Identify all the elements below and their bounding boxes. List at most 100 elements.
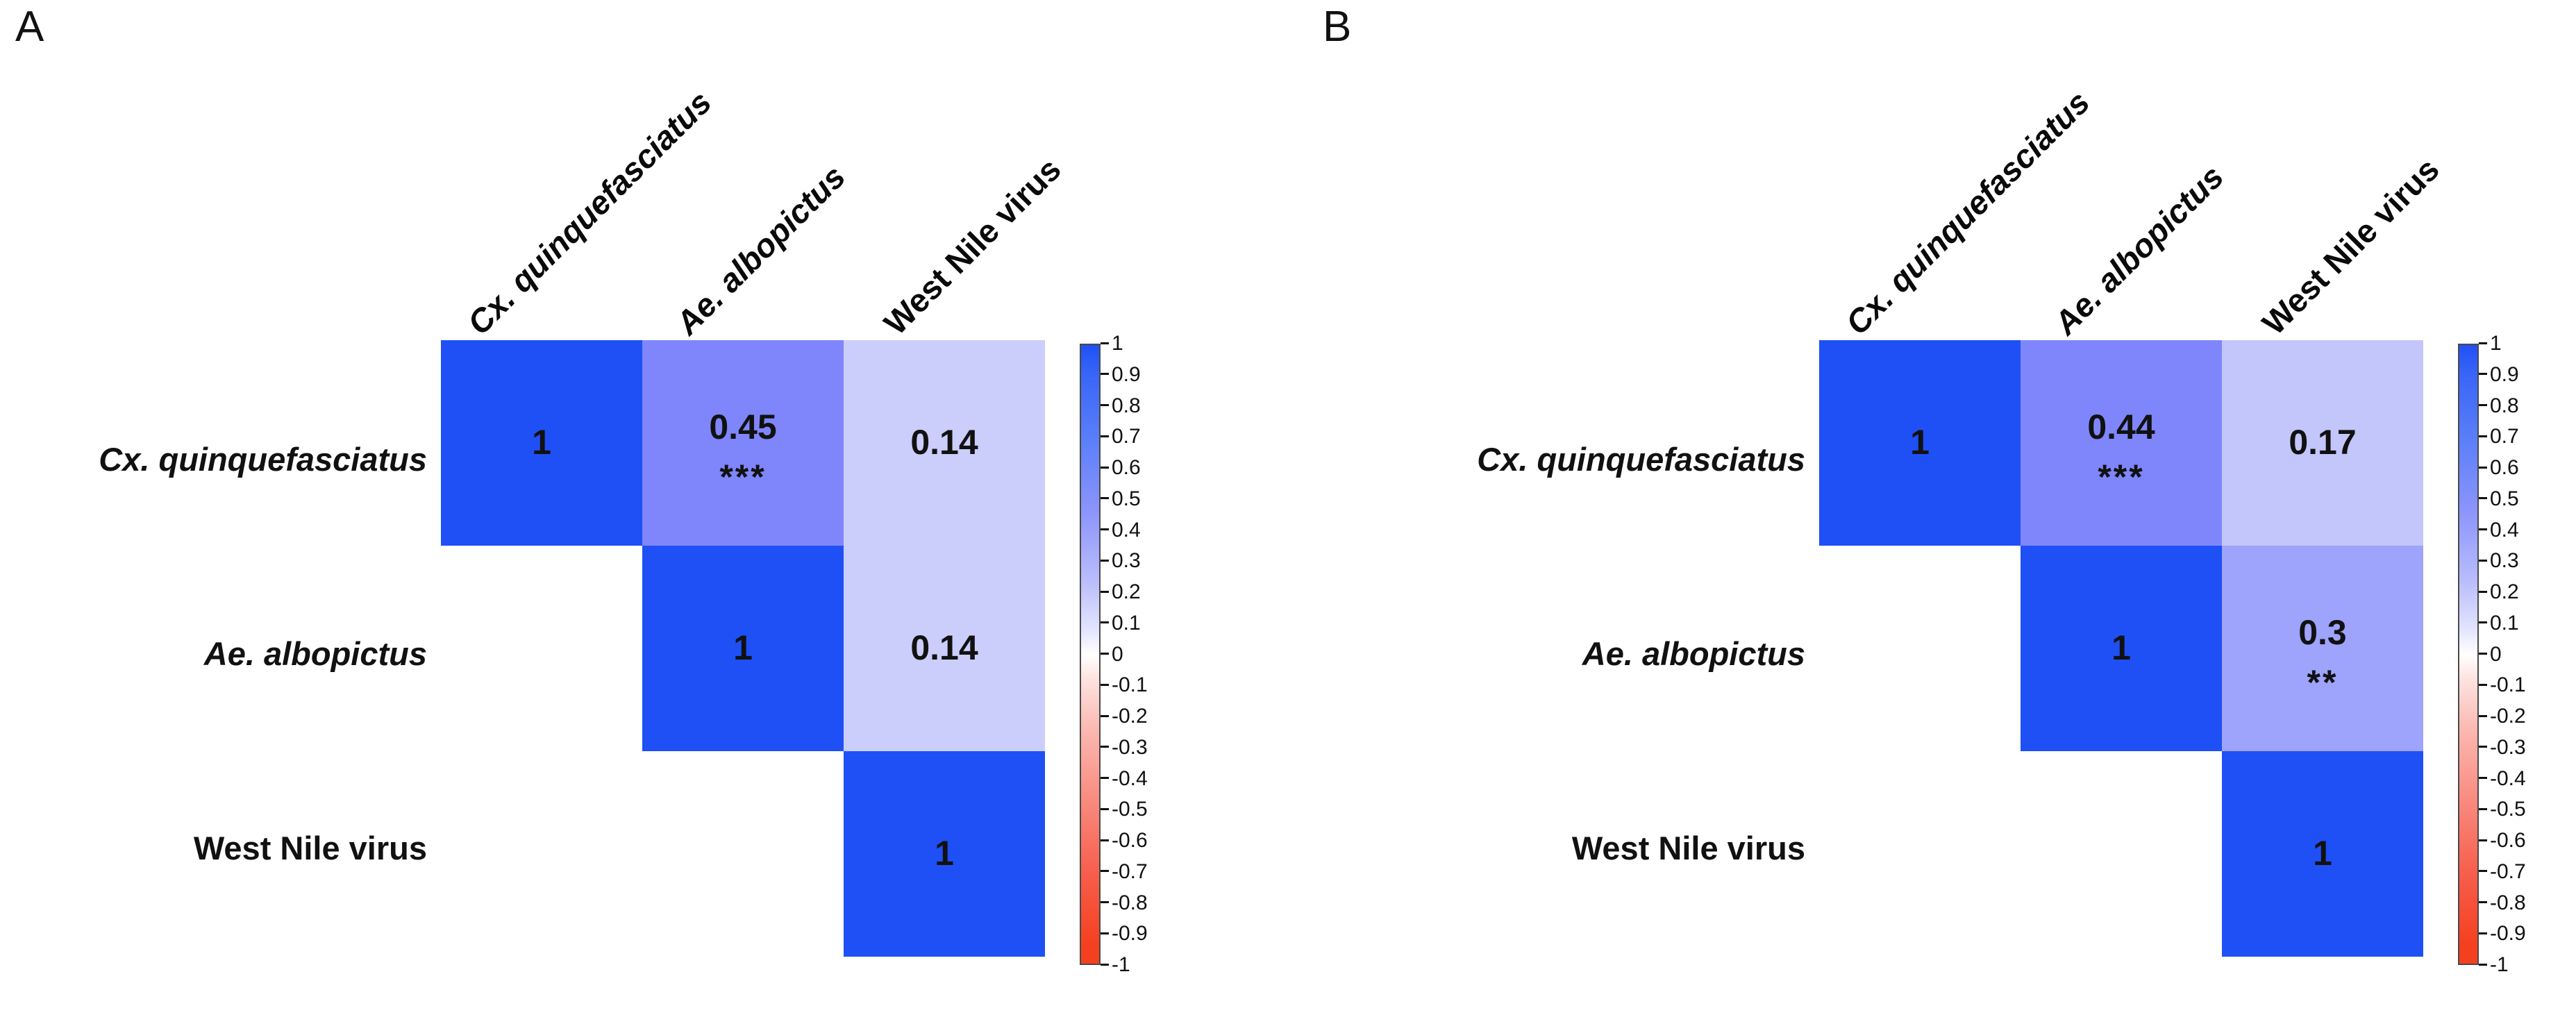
colorbar-tick-mark [2479, 839, 2487, 841]
colorbar-tick-label: 0.5 [1101, 488, 1141, 510]
heatmap-cell-b-r2c2[interactable]: 1 [2021, 546, 2222, 751]
colorbar-tick-label: -0.7 [2479, 861, 2526, 882]
colorbar-tick-mark [2479, 466, 2487, 469]
colorbar-tick-mark [1101, 746, 1109, 748]
colorbar-tick-label: -0.8 [2479, 892, 2526, 914]
colorbar-tick-label: -0.5 [2479, 799, 2526, 820]
colorbar-gradient-a [1080, 344, 1101, 965]
colorbar-tick-mark [1101, 932, 1109, 934]
cell-value: 0.17 [2289, 423, 2357, 462]
colorbar-tick-mark [2479, 342, 2487, 344]
column-header-ae-albopictus: Ae. albopictus [668, 158, 853, 342]
heatmap-cell-b-r1c1[interactable]: 1 [1819, 340, 2021, 546]
colorbar-tick-label: 0.4 [2479, 519, 2519, 541]
heatmap-matrix-a: 1 0.45 *** 0.14 1 0.14 1 [441, 340, 1045, 958]
colorbar-tick-mark [2479, 404, 2487, 407]
colorbar-tick-mark [2479, 777, 2487, 780]
panel-b: B Cx. quinquefasciatus Ae. albopictus We… [1288, 0, 2576, 1015]
column-headers-b: Cx. quinquefasciatus Ae. albopictus West… [1819, 35, 2446, 342]
colorbar-tick-label: -1 [1101, 955, 1130, 975]
cell-significance: *** [719, 458, 767, 496]
colorbar-tick-label: 0.7 [1101, 426, 1141, 447]
column-header-west-nile-virus: West Nile virus [876, 150, 1068, 342]
colorbar-tick-label: -1 [2479, 955, 2509, 975]
cell-value: 0.3 [2298, 613, 2347, 652]
panel-label-b: B [1323, 3, 1352, 51]
colorbar-tick-mark [2479, 528, 2487, 531]
cell-value: 0.14 [910, 423, 978, 462]
colorbar-tick-label: 0.2 [2479, 582, 2519, 603]
colorbar-tick-label: -0.5 [1101, 799, 1148, 820]
colorbar-tick-mark [1101, 963, 1109, 966]
colorbar-tick-mark [1101, 528, 1109, 531]
heatmap-cell-a-r2c2[interactable]: 1 [642, 546, 844, 751]
cell-value: 1 [733, 628, 753, 667]
colorbar-tick-mark [2479, 590, 2487, 593]
colorbar-tick-label: -0.1 [2479, 675, 2526, 696]
heatmap-cell-b-r3c3[interactable]: 1 [2222, 751, 2423, 957]
colorbar-tick-mark [1101, 870, 1109, 873]
colorbar-tick-label: -0.8 [1101, 892, 1148, 914]
heatmap-cell-b-r1c2[interactable]: 0.44 *** [2021, 340, 2222, 546]
row-label-ae-albopictus: Ae. albopictus [1582, 635, 1805, 672]
heatmap-cell-b-r2c3[interactable]: 0.3 ** [2222, 546, 2423, 751]
colorbar-tick-mark [1101, 590, 1109, 593]
panel-label-a: A [15, 3, 44, 51]
colorbar-tick-label: 0.2 [1101, 582, 1141, 603]
colorbar-tick-mark [2479, 497, 2487, 500]
cell-value: 1 [2111, 628, 2131, 667]
colorbar-tick-label: 0.9 [1101, 364, 1141, 385]
colorbar-tick-mark [2479, 807, 2487, 810]
colorbar-tick-label: 0.8 [2479, 395, 2519, 417]
colorbar-tick-label: -0.2 [1101, 706, 1148, 727]
colorbar-tick-mark [1101, 373, 1109, 376]
heatmap-cell-a-r1c1[interactable]: 1 [441, 340, 642, 546]
heatmap-cell-b-r1c3[interactable]: 0.17 [2222, 340, 2423, 546]
colorbar-tick-label: 0.1 [1101, 612, 1141, 634]
colorbar-tick-mark [2479, 963, 2487, 966]
colorbar-tick-mark [1101, 404, 1109, 407]
column-header-west-nile-virus: West Nile virus [2255, 150, 2446, 342]
colorbar-tick-mark [1101, 901, 1109, 904]
cell-value: 1 [532, 423, 551, 462]
cell-significance: ** [2307, 663, 2339, 702]
cell-value: 1 [2313, 834, 2332, 873]
colorbar-tick-mark [1101, 653, 1109, 655]
colorbar-tick-label: -0.3 [1101, 737, 1148, 758]
column-header-cx-quinquefasciatus: Cx. quinquefasciatus [1838, 83, 2097, 342]
colorbar-tick-mark [2479, 373, 2487, 376]
colorbar-tick-mark [1101, 777, 1109, 780]
heatmap-cell-a-r1c3[interactable]: 0.14 [844, 340, 1045, 546]
heatmap-cell-a-r3c3[interactable]: 1 [844, 751, 1045, 957]
colorbar-tick-mark [1101, 435, 1109, 437]
colorbar-tick-label: -0.7 [1101, 861, 1148, 882]
colorbar-tick-label: 0.5 [2479, 488, 2519, 510]
colorbar-tick-mark [1101, 807, 1109, 810]
colorbar-tick-mark [1101, 839, 1109, 841]
colorbar-tick-mark [1101, 714, 1109, 717]
cell-value: 0.44 [2087, 408, 2155, 446]
colorbar-tick-label: -0.3 [2479, 737, 2526, 758]
heatmap-matrix-b: 1 0.44 *** 0.17 1 0.3 ** 1 [1819, 340, 2423, 958]
colorbar-tick-mark [1101, 621, 1109, 624]
colorbar-tick-mark [1101, 497, 1109, 500]
heatmap-cell-a-r2c3[interactable]: 0.14 [844, 546, 1045, 751]
colorbar-tick-label: 0.6 [1101, 458, 1141, 478]
colorbar-tick-label: 0.4 [1101, 519, 1141, 541]
colorbar-tick-label: -0.6 [2479, 830, 2526, 851]
colorbar-tick-label: -0.6 [1101, 830, 1148, 851]
colorbar-gradient-b [2458, 344, 2479, 965]
row-label-cx-quinquefasciatus: Cx. quinquefasciatus [99, 441, 427, 478]
colorbar-tick-mark [1101, 342, 1109, 344]
colorbar-tick-mark [2479, 714, 2487, 717]
colorbar-tick-label: -0.2 [2479, 706, 2526, 727]
colorbar-tick-mark [2479, 559, 2487, 562]
colorbar-tick-mark [1101, 466, 1109, 469]
column-headers-a: Cx. quinquefasciatus Ae. albopictus West… [441, 35, 1068, 342]
colorbar-tick-label: 0 [2479, 644, 2502, 665]
row-label-cx-quinquefasciatus: Cx. quinquefasciatus [1477, 441, 1805, 478]
colorbar-tick-mark [2479, 621, 2487, 624]
heatmap-cell-a-r1c2[interactable]: 0.45 *** [642, 340, 844, 546]
